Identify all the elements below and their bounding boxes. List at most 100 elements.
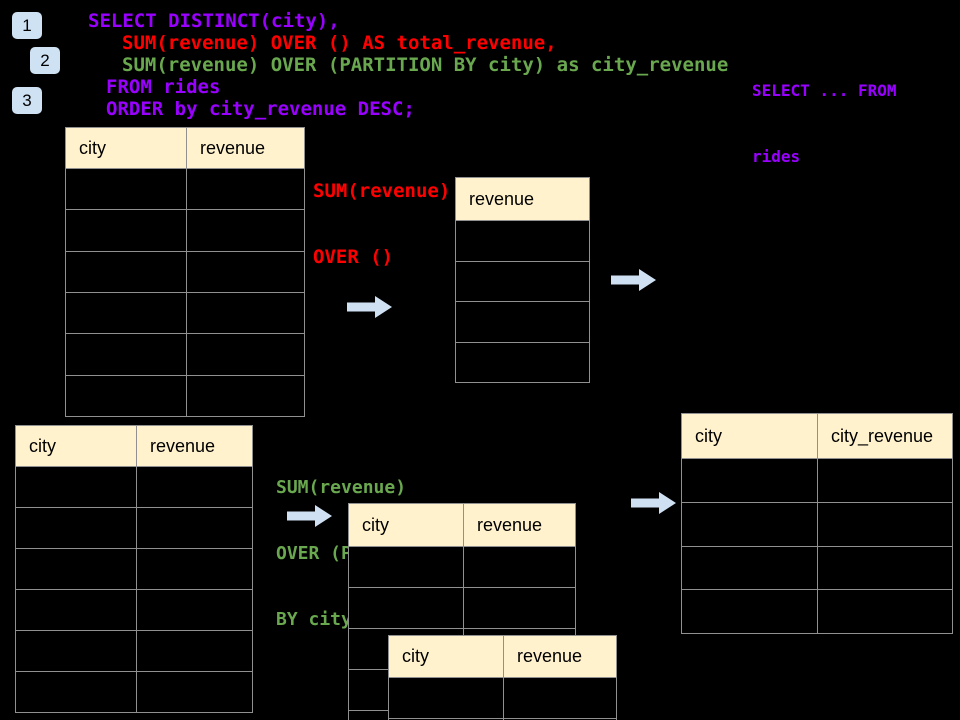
- table-row: [66, 210, 304, 252]
- table-cell: [187, 376, 304, 416]
- table-cell: [16, 549, 137, 589]
- table-body: [389, 678, 616, 720]
- table-cell: [187, 293, 304, 333]
- column-header-city-revenue: city_revenue: [831, 425, 934, 446]
- table-row: [682, 459, 952, 503]
- step-badge-3: 3: [12, 87, 42, 114]
- flow-arrow-icon: [347, 296, 392, 318]
- from-rides-note-line: SELECT ... FROM: [752, 81, 897, 100]
- from-rides-note: SELECT ... FROM rides: [752, 36, 897, 212]
- table-row: [16, 672, 252, 712]
- source-table-top: city revenue: [65, 127, 305, 417]
- table-cell: [464, 588, 575, 628]
- table-header-row: city revenue: [16, 426, 252, 467]
- table-cell: [137, 672, 252, 712]
- table-cell: [66, 210, 187, 251]
- table-row: [16, 508, 252, 549]
- table-cell: [187, 169, 304, 209]
- table-cell: [456, 343, 589, 383]
- table-cell: [682, 590, 818, 633]
- table-cell: [16, 672, 137, 712]
- table-header-row: city city_revenue: [682, 414, 952, 459]
- table-row: [682, 502, 952, 547]
- table-cell: [187, 334, 304, 374]
- table-cell: [16, 631, 137, 671]
- table-cell: [137, 549, 252, 589]
- column-header-city: city: [349, 504, 464, 546]
- table-cell: [66, 292, 187, 334]
- table-row: [16, 590, 252, 631]
- table-cell: [16, 508, 137, 548]
- total-revenue-label-line: SUM(revenue): [313, 180, 451, 202]
- table-cell: [464, 547, 575, 587]
- table-cell: [16, 467, 137, 507]
- table-cell: [137, 590, 252, 630]
- table-row: [16, 467, 252, 508]
- table-body: [456, 221, 589, 382]
- table-row: [349, 547, 575, 588]
- column-header-revenue: revenue: [469, 188, 535, 209]
- table-row: [456, 262, 589, 302]
- sql-code-line-3: SUM(revenue) OVER (PARTITION BY city) as…: [122, 54, 729, 76]
- table-row: [16, 549, 252, 590]
- table-cell: [456, 302, 589, 342]
- column-header-city: city: [389, 636, 504, 677]
- table-cell: [818, 547, 952, 590]
- table-row: [66, 251, 304, 293]
- table-cell: [504, 678, 616, 718]
- table-body: [16, 467, 252, 712]
- column-header-revenue: revenue: [150, 435, 216, 456]
- table-row: [66, 375, 304, 416]
- step-badge-1: 1: [12, 12, 42, 39]
- flow-arrow-icon: [631, 492, 676, 514]
- partition-label-line: SUM(revenue): [276, 477, 407, 498]
- table-cell: [137, 467, 252, 507]
- city-revenue-result-table: city city_revenue: [681, 413, 953, 634]
- total-result-table: revenue: [455, 177, 590, 383]
- column-header-revenue: revenue: [200, 137, 266, 158]
- table-cell: [66, 375, 187, 416]
- table-body: [682, 459, 952, 633]
- table-body: [66, 169, 304, 416]
- table-row: [389, 678, 616, 719]
- table-row: [349, 588, 575, 629]
- table-row: [66, 169, 304, 211]
- table-cell: [389, 678, 504, 718]
- table-cell: [818, 503, 952, 546]
- table-cell: [66, 169, 187, 210]
- column-header-revenue: revenue: [517, 646, 583, 666]
- flow-arrow-icon: [611, 269, 656, 291]
- table-row: [66, 334, 304, 376]
- table-cell: [682, 546, 818, 590]
- table-header-row: city revenue: [349, 504, 575, 547]
- column-header-city: city: [16, 426, 137, 466]
- table-cell: [66, 334, 187, 375]
- table-cell: [187, 210, 304, 250]
- total-revenue-label: SUM(revenue) OVER (): [313, 136, 450, 312]
- table-header-row: city revenue: [66, 128, 304, 169]
- table-row: [682, 546, 952, 591]
- sql-code-line-5: ORDER by city_revenue DESC;: [106, 98, 415, 120]
- sql-code-line-4: FROM rides: [106, 76, 221, 98]
- table-cell: [137, 631, 252, 671]
- column-header-city: city: [66, 128, 187, 168]
- table-cell: [137, 508, 252, 548]
- partition-table-overlay: city revenue: [388, 635, 617, 720]
- table-cell: [349, 588, 464, 628]
- source-table-bottom: city revenue: [15, 425, 253, 713]
- table-cell: [66, 251, 187, 292]
- table-row: [16, 631, 252, 672]
- sql-code-line-2: SUM(revenue) OVER () AS total_revenue,: [122, 32, 557, 54]
- table-cell: [187, 252, 304, 292]
- table-cell: [456, 221, 589, 261]
- table-header-row: revenue: [456, 178, 589, 221]
- total-revenue-label-line: OVER (): [313, 246, 394, 268]
- table-cell: [456, 262, 589, 302]
- table-cell: [349, 547, 464, 587]
- table-row: [682, 590, 952, 633]
- table-cell: [682, 459, 818, 502]
- table-row: [456, 221, 589, 262]
- table-cell: [818, 459, 952, 502]
- column-header-revenue: revenue: [477, 514, 543, 535]
